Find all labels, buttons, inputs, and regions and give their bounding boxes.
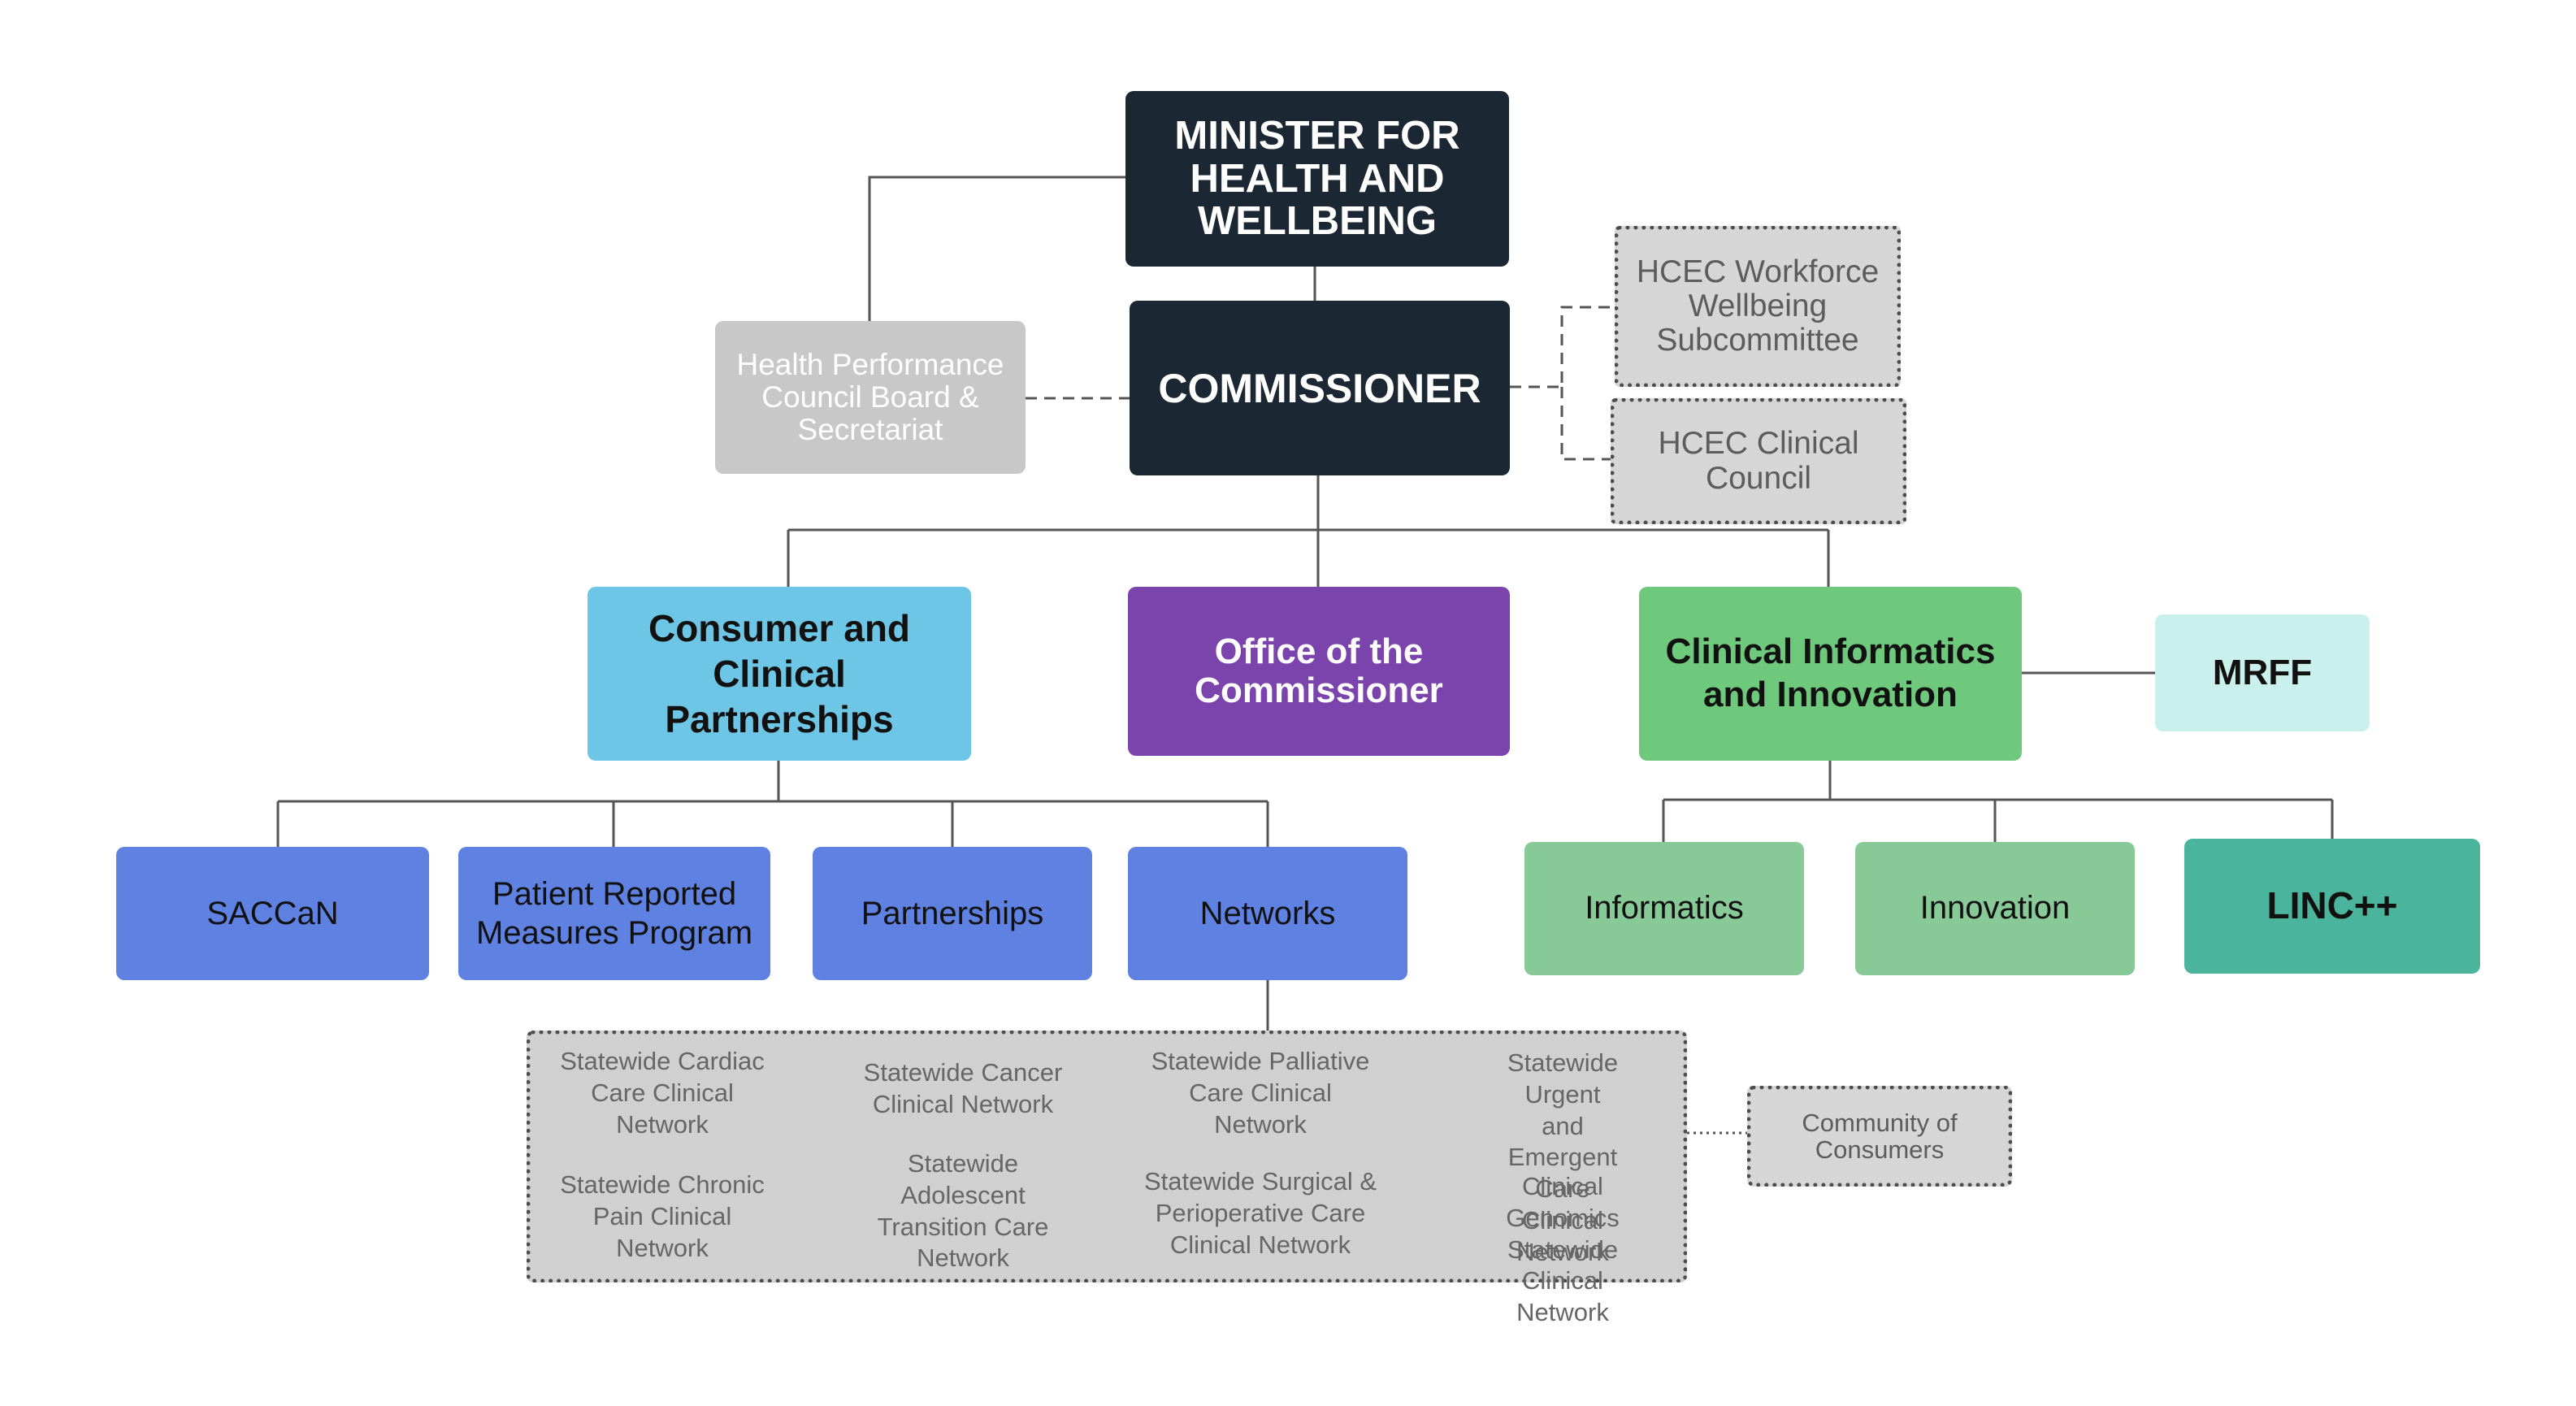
hcec-workforce-label: HCEC Workforce Wellbeing Subcommittee <box>1636 254 1880 358</box>
network-item: Statewide Adolescent Transition Care Net… <box>877 1149 1049 1273</box>
network-item: Clinical Genomics Statewide Clinical Net… <box>1506 1172 1620 1326</box>
network-item: Statewide Urgent and Emergent Care Clini… <box>1507 1048 1619 1266</box>
commissioner-box: COMMISSIONER <box>1130 301 1510 475</box>
community-consumers-box: Community of Consumers <box>1747 1086 2012 1187</box>
hcec-clinical-label: HCEC Clinical Council <box>1658 426 1859 496</box>
networks-list-box: Statewide Cardiac Care Clinical Network … <box>527 1031 1687 1326</box>
connector-minister-hpc <box>868 176 1125 321</box>
informatics-label: Informatics <box>1585 890 1744 926</box>
mrff-label: MRFF <box>2212 653 2313 693</box>
hcec-workforce-box: HCEC Workforce Wellbeing Subcommittee <box>1615 226 1901 387</box>
minister-label: MINISTER FOR HEALTH AND WELLBEING <box>1174 113 1460 244</box>
minister-box: MINISTER FOR HEALTH AND WELLBEING <box>1125 91 1509 267</box>
hcec-clinical-box: HCEC Clinical Council <box>1611 398 1906 524</box>
linc-box: LINC++ <box>2184 839 2480 974</box>
saccan-box: SACCaN <box>116 847 429 980</box>
connector-commissioner-hcec <box>1510 306 1619 461</box>
network-item: Statewide Chronic Pain Clinical Network <box>560 1170 765 1262</box>
consumer-clinical-box: Consumer and Clinical Partnerships <box>588 587 971 761</box>
office-commissioner-label: Office of the Commissioner <box>1195 631 1443 710</box>
prmp-box: Patient Reported Measures Program <box>458 847 770 980</box>
consumer-clinical-label: Consumer and Clinical Partnerships <box>648 606 911 741</box>
partnerships-box: Partnerships <box>813 847 1092 980</box>
network-item: Statewide Palliative Care Clinical Netwo… <box>1151 1047 1370 1139</box>
clinical-informatics-box: Clinical Informatics and Innovation <box>1639 587 2022 761</box>
hpc-board-box: Health Performance Council Board & Secre… <box>715 321 1026 474</box>
clinical-informatics-label: Clinical Informatics and Innovation <box>1665 631 1996 714</box>
innovation-label: Innovation <box>1919 890 2071 926</box>
hpc-board-label: Health Performance Council Board & Secre… <box>736 348 1004 446</box>
networks-box: Networks <box>1128 847 1407 980</box>
innovation-box: Innovation <box>1855 842 2135 975</box>
informatics-box: Informatics <box>1524 842 1804 975</box>
prmp-label: Patient Reported Measures Program <box>475 876 753 951</box>
linc-label: LINC++ <box>2266 884 2398 927</box>
partnerships-label: Partnerships <box>861 896 1044 931</box>
saccan-label: SACCaN <box>206 896 339 931</box>
commissioner-label: COMMISSIONER <box>1158 365 1481 411</box>
mrff-box: MRFF <box>2155 614 2370 731</box>
network-item: Statewide Surgical & Perioperative Care … <box>1143 1167 1377 1259</box>
office-commissioner-box: Office of the Commissioner <box>1128 587 1510 756</box>
network-item: Statewide Cardiac Care Clinical Network <box>560 1047 765 1139</box>
networks-label: Networks <box>1199 896 1336 931</box>
community-consumers-label: Community of Consumers <box>1802 1108 1958 1164</box>
network-item: Statewide Cancer Clinical Network <box>863 1058 1063 1118</box>
